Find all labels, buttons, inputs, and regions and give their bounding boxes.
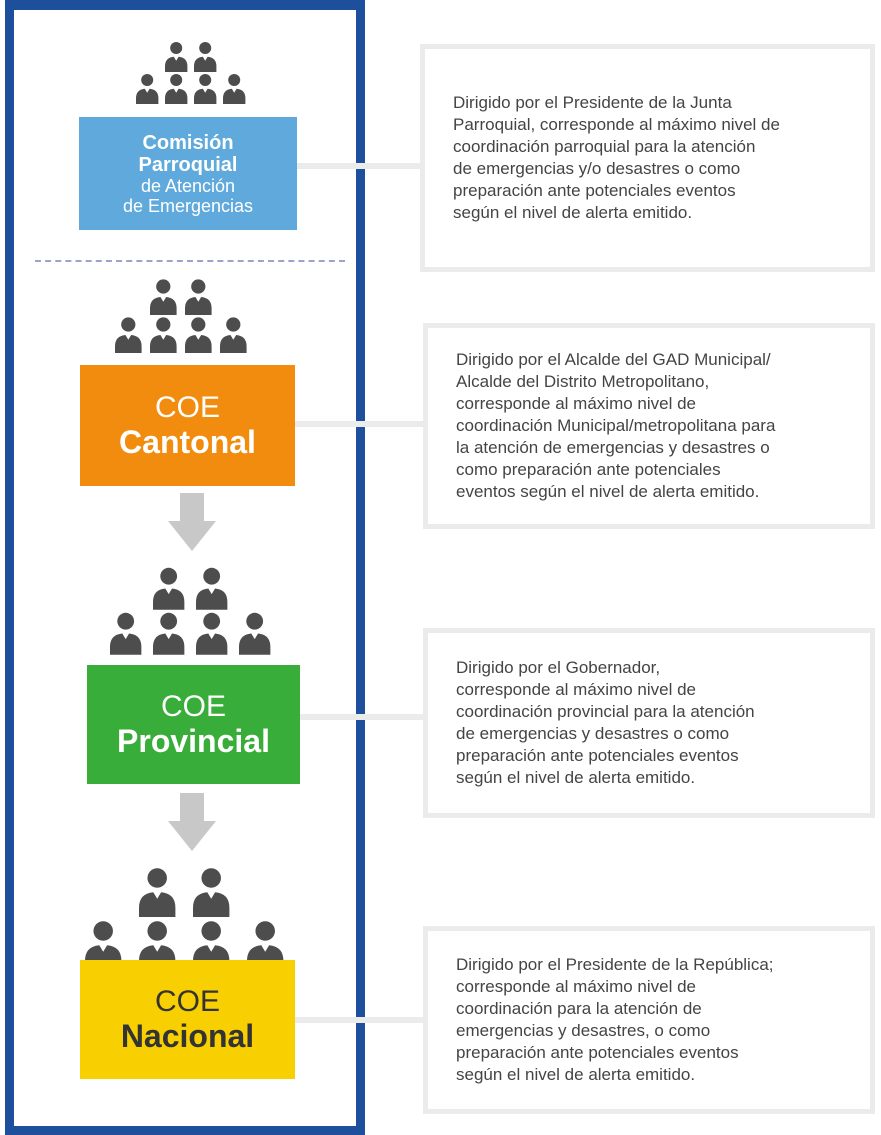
person-icon	[110, 612, 142, 655]
down-arrow-icon	[168, 493, 216, 551]
connector-line	[297, 163, 422, 169]
box-coe-label: COE	[154, 984, 220, 1018]
cantonal-description: Dirigido por el Alcalde del GAD Municipa…	[456, 350, 776, 501]
person-icon	[165, 74, 188, 104]
person-icon	[115, 317, 142, 353]
person-icon	[165, 42, 188, 72]
people-group-icon	[85, 868, 284, 970]
down-arrow-icon	[168, 793, 216, 851]
box-coe-label: COE	[160, 689, 226, 723]
coe-cantonal-box: COE Cantonal	[80, 365, 295, 486]
coe-provincial-box: COE Provincial	[87, 665, 300, 784]
connector-line	[295, 1017, 425, 1023]
box-level-label: Cantonal	[119, 423, 256, 460]
person-icon	[185, 279, 212, 315]
comision-parroquial-box: Comisión Parroquial de Atención de Emerg…	[79, 117, 297, 230]
box-title-line: Parroquial	[138, 153, 238, 176]
person-icon	[136, 74, 159, 104]
person-icon	[153, 567, 185, 610]
coe-nacional-box: COE Nacional	[80, 960, 295, 1079]
box-subtitle-line: de Atención	[140, 175, 236, 196]
person-icon	[150, 317, 177, 353]
box-level-label: Nacional	[120, 1017, 255, 1054]
box-subtitle-line: de Emergencias	[122, 195, 254, 216]
box-level-label: Provincial	[117, 722, 270, 759]
box-coe-label: COE	[154, 390, 220, 424]
people-group-icon	[136, 42, 246, 104]
person-icon	[139, 868, 176, 917]
person-icon	[153, 612, 185, 655]
person-icon	[193, 868, 230, 917]
connector-line	[295, 421, 425, 427]
person-icon	[194, 42, 217, 72]
person-icon	[194, 74, 217, 104]
person-icon	[196, 612, 228, 655]
dashed-divider	[35, 260, 345, 262]
people-group-icon	[110, 567, 271, 655]
parroquial-description: Dirigido por el Presidente de la Junta P…	[453, 93, 780, 222]
nacional-description: Dirigido por el Presidente de la Repúbli…	[456, 955, 774, 1084]
person-icon	[223, 74, 246, 104]
person-icon	[220, 317, 247, 353]
connector-line	[300, 714, 425, 720]
provincial-description-box: Dirigido por el Gobernador, corresponde …	[423, 628, 875, 818]
parroquial-description-box: Dirigido por el Presidente de la Junta P…	[420, 44, 875, 272]
cantonal-description-box: Dirigido por el Alcalde del GAD Municipa…	[423, 323, 875, 529]
nacional-description-box: Dirigido por el Presidente de la Repúbli…	[423, 926, 875, 1114]
person-icon	[239, 612, 271, 655]
people-group-icon	[115, 279, 247, 353]
person-icon	[150, 279, 177, 315]
provincial-description: Dirigido por el Gobernador, corresponde …	[456, 658, 755, 787]
box-title-line: Comisión	[142, 131, 234, 154]
person-icon	[185, 317, 212, 353]
person-icon	[196, 567, 228, 610]
